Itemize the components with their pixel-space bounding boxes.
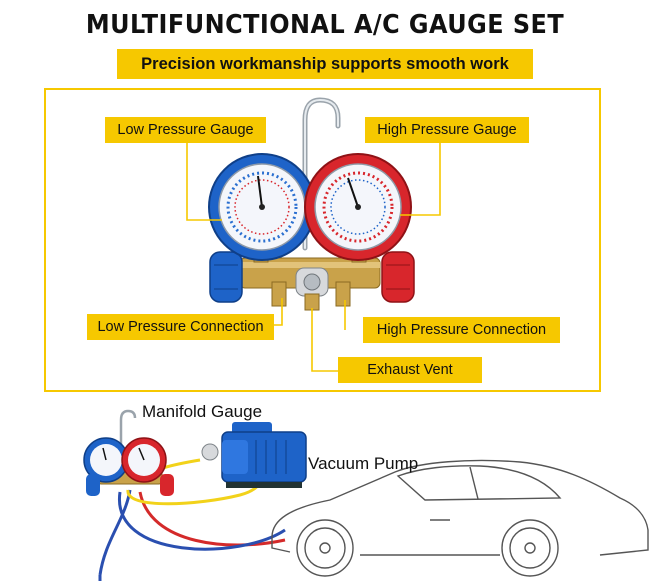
exhaust-vent-label: Exhaust Vent xyxy=(338,357,482,383)
high-pressure-connection-label: High Pressure Connection xyxy=(363,317,560,343)
high-knob xyxy=(381,251,415,303)
subtitle-banner: Precision workmanship supports smooth wo… xyxy=(117,49,533,79)
feature-frame xyxy=(44,88,601,392)
blue-hose xyxy=(98,489,132,576)
vacuum-pump xyxy=(201,422,307,488)
vacuum-pump-label: Vacuum Pump xyxy=(308,454,419,473)
manifold-gauge-label: Manifold Gauge xyxy=(142,402,263,421)
high-pressure-gauge-label: High Pressure Gauge xyxy=(365,117,529,143)
red-hose xyxy=(138,491,286,547)
page-title: MULTIFUNCTIONAL A/C GAUGE SET xyxy=(85,10,565,40)
low-pressure-gauge-label: Low Pressure Gauge xyxy=(105,117,266,143)
manifold-gauge-set xyxy=(208,97,415,311)
car-outline xyxy=(271,459,649,577)
low-knob xyxy=(209,251,243,303)
system-diagram xyxy=(83,409,649,581)
low-pressure-connection-label: Low Pressure Connection xyxy=(87,314,274,340)
